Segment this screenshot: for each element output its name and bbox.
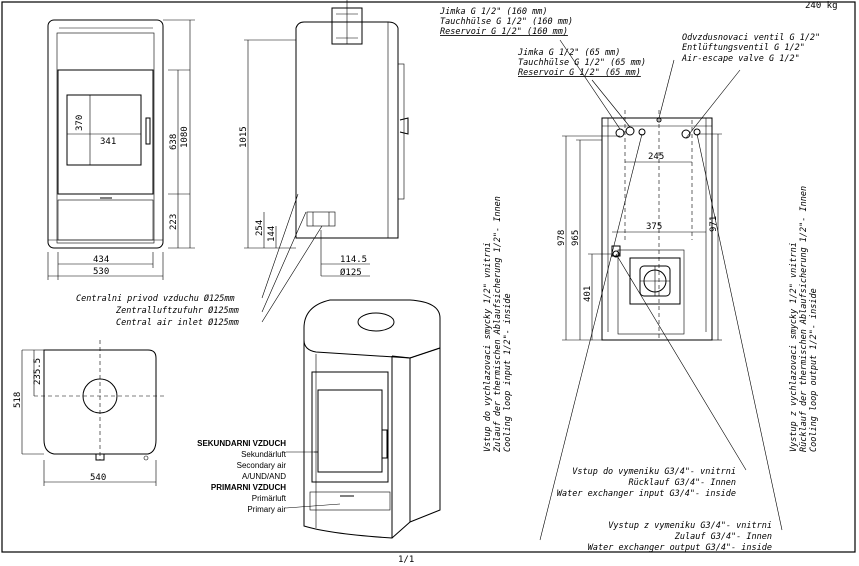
dim-144: 144	[267, 226, 277, 242]
reservoir-160-en: Reservoir G 1/2" (160 mm)	[440, 27, 568, 37]
front-view-body	[47, 19, 164, 249]
reservoir-65-de: Tauchhülse G 1/2" (65 mm)	[518, 58, 646, 68]
side-view-air-inlet	[306, 211, 336, 227]
front-view-handle	[145, 117, 151, 145]
reservoir-160-cz: Jimka G 1/2" (160 mm)	[439, 7, 547, 17]
top-view-body	[43, 349, 157, 455]
dim-inner-width: 434	[93, 255, 109, 265]
dim-1015: 1015	[239, 126, 249, 148]
exchanger-output-en: Water exchanger output G3/4"- inside	[588, 543, 772, 553]
central-air-en: Central air inlet Ø125mm	[116, 317, 239, 328]
exchanger-input-de: Rücklauf G3/4"- Innen	[629, 478, 736, 488]
exchanger-output-cz: Vystup z vymeniku G3/4"- vnitrni	[608, 521, 772, 531]
back-view-port-2	[625, 126, 635, 136]
side-view-handle	[399, 117, 409, 135]
dim-518: 518	[13, 392, 23, 408]
primary-air-en: Primary air	[247, 505, 286, 514]
perspective-handle	[381, 429, 388, 459]
dim-glass-height: 638	[169, 134, 179, 150]
cooling-input-de: Zulauf der thermischen Ablaufsicherung 1…	[493, 196, 503, 453]
perspective-door	[311, 371, 389, 483]
dim-245: 245	[648, 152, 664, 162]
cooling-input-cz: Vstup do vychlazovaci smycky 1/2" vnitrn…	[483, 242, 493, 452]
dim-254: 254	[255, 220, 265, 236]
central-air-de: Zentralluftzufuhr Ø125mm	[115, 305, 239, 316]
front-view-ashpan	[57, 199, 154, 241]
sheet-frame	[1, 1, 856, 553]
exchanger-input-en: Water exchanger input G3/4"- inside	[557, 489, 736, 499]
perspective-ashpan	[309, 491, 391, 511]
dim-235-5: 235.5	[33, 358, 43, 385]
side-view-door-edge	[397, 63, 405, 200]
reservoir-65-en: Reservoir G 1/2" (65 mm)	[518, 68, 641, 78]
back-view-air-box	[629, 257, 681, 305]
back-view-exchanger-input	[612, 250, 620, 258]
dim-540: 540	[90, 473, 106, 483]
exchanger-output-de: Zulauf G3/4"- Innen	[674, 532, 772, 542]
dim-965: 965	[571, 230, 581, 246]
dim-401: 401	[583, 286, 593, 302]
cooling-input-en: Cooling loop input 1/2"- inside	[503, 293, 513, 452]
primary-air-de: Primärluft	[252, 494, 287, 503]
reservoir-65-cz: Jimka G 1/2" (65 mm)	[517, 48, 620, 58]
perspective-view	[285, 299, 441, 539]
dim-978: 978	[557, 230, 567, 246]
dim-total-height: 1080	[180, 126, 190, 148]
top-view: 235.5 518 540	[13, 340, 166, 486]
primary-air-cz: PRIMARNI VZDUCH	[211, 483, 286, 492]
dim-door-height: 370	[75, 115, 85, 131]
dim-total-width: 530	[93, 267, 109, 277]
dim-375: 375	[646, 222, 662, 232]
cooling-output-cz: Vystup z vychlazovaci smycky 1/2" vnitrn…	[789, 242, 799, 452]
cooling-output-de: Rücklauf der thermischen Ablaufsicherung…	[799, 186, 809, 452]
perspective-top-plate	[303, 299, 441, 359]
central-air-cz: Centralni privod vzduchu Ø125mm	[76, 293, 235, 304]
front-view-door	[57, 69, 154, 195]
back-view: 245 375 978 965 401 971	[539, 39, 783, 541]
front-view-glass	[66, 94, 142, 166]
air-and: A/UND/AND	[242, 472, 286, 481]
reservoir-160-de: Tauchhülse G 1/2" (160 mm)	[440, 17, 573, 27]
perspective-glass	[317, 389, 383, 473]
dim-door-width: 341	[100, 137, 116, 147]
weight-fragment: 240 kg	[805, 1, 838, 11]
dim-114-5: 114.5	[340, 255, 367, 265]
cooling-output-en: Cooling loop output 1/2"- inside	[809, 288, 819, 452]
air-escape-de: Entlüftungsventil G 1/2"	[682, 43, 805, 53]
page-number: 1/1	[398, 555, 414, 565]
front-view: 370 341 638 1080 223 434 530	[47, 19, 195, 280]
back-view-body	[601, 117, 713, 341]
dim-971: 971	[709, 216, 719, 232]
air-escape-cz: Odvzdusnovaci ventil G 1/2"	[682, 33, 820, 43]
secondary-air-cz: SEKUNDARNI VZDUCH	[197, 439, 286, 448]
air-escape-en: Air-escape valve G 1/2"	[681, 54, 800, 64]
side-view-body	[295, 21, 399, 239]
secondary-air-en: Secondary air	[237, 461, 287, 470]
side-view: 1015 254 144 114.5 Ø125	[239, 0, 409, 323]
secondary-air-de: Sekundärluft	[241, 450, 287, 459]
dim-dia-125: Ø125	[340, 267, 362, 278]
perspective-flue-opening	[357, 312, 395, 332]
dim-plinth-height: 223	[169, 214, 179, 230]
exchanger-input-cz: Vstup do vymeniku G3/4"- vnitrni	[572, 467, 736, 477]
